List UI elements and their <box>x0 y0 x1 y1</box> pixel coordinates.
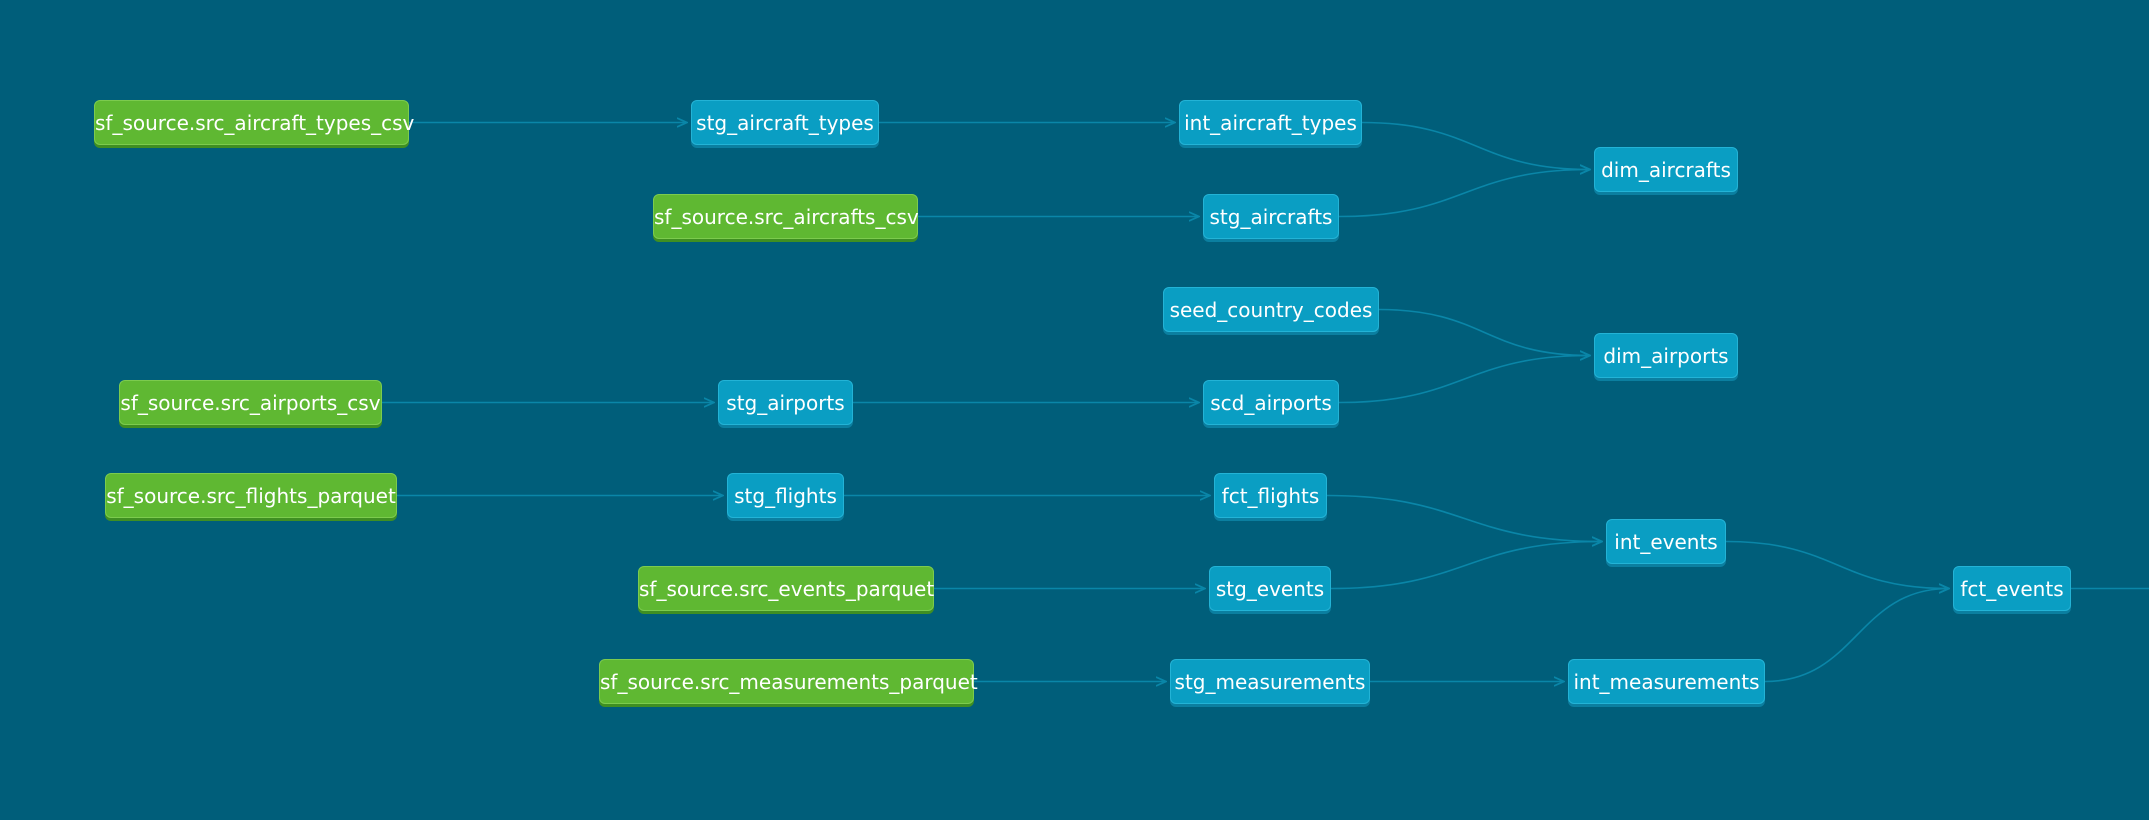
node-src-measurements-parquet[interactable]: sf_source.src_measurements_parquet <box>599 659 978 704</box>
edge-int_events-to-fct_events <box>1725 540 1949 589</box>
node-fct-events[interactable]: fct_events <box>1953 566 2071 611</box>
edge-stg_events-to-int_events <box>1330 542 1602 590</box>
node-src-events-parquet[interactable]: sf_source.src_events_parquet <box>638 566 934 611</box>
node-dim-airports[interactable]: dim_airports <box>1594 333 1738 378</box>
node-stg-aircrafts[interactable]: stg_aircrafts <box>1203 194 1339 239</box>
node-src-aircraft-types-csv[interactable]: sf_source.src_aircraft_types_csv <box>94 100 414 145</box>
node-src-flights-parquet[interactable]: sf_source.src_flights_parquet <box>105 473 397 518</box>
edge-fct_flights-to-int_events <box>1326 494 1602 542</box>
node-src-airports-csv[interactable]: sf_source.src_airports_csv <box>119 380 382 425</box>
node-int-measurements[interactable]: int_measurements <box>1568 659 1765 704</box>
node-dim-aircrafts[interactable]: dim_aircrafts <box>1594 147 1738 192</box>
edge-seed_country_codes-to-dim_airports <box>1378 308 1590 356</box>
edge-scd_airports-to-dim_airports <box>1338 356 1590 404</box>
node-seed-country-codes[interactable]: seed_country_codes <box>1163 287 1379 332</box>
node-stg-airports[interactable]: stg_airports <box>718 380 853 425</box>
node-fct-flights[interactable]: fct_flights <box>1214 473 1327 518</box>
node-stg-aircraft-types[interactable]: stg_aircraft_types <box>691 100 879 145</box>
node-src-aircrafts-csv[interactable]: sf_source.src_aircrafts_csv <box>653 194 919 239</box>
node-stg-events[interactable]: stg_events <box>1209 566 1331 611</box>
node-int-events[interactable]: int_events <box>1606 519 1726 564</box>
edge-int_measurements-to-fct_events <box>1764 589 1949 683</box>
edge-stg_aircrafts-to-dim_aircrafts <box>1338 170 1590 218</box>
edge-int_aircraft_types-to-dim_aircrafts <box>1361 121 1590 170</box>
node-int-aircraft-types[interactable]: int_aircraft_types <box>1179 100 1362 145</box>
node-stg-measurements[interactable]: stg_measurements <box>1170 659 1370 704</box>
node-scd-airports[interactable]: scd_airports <box>1203 380 1339 425</box>
node-stg-flights[interactable]: stg_flights <box>727 473 844 518</box>
